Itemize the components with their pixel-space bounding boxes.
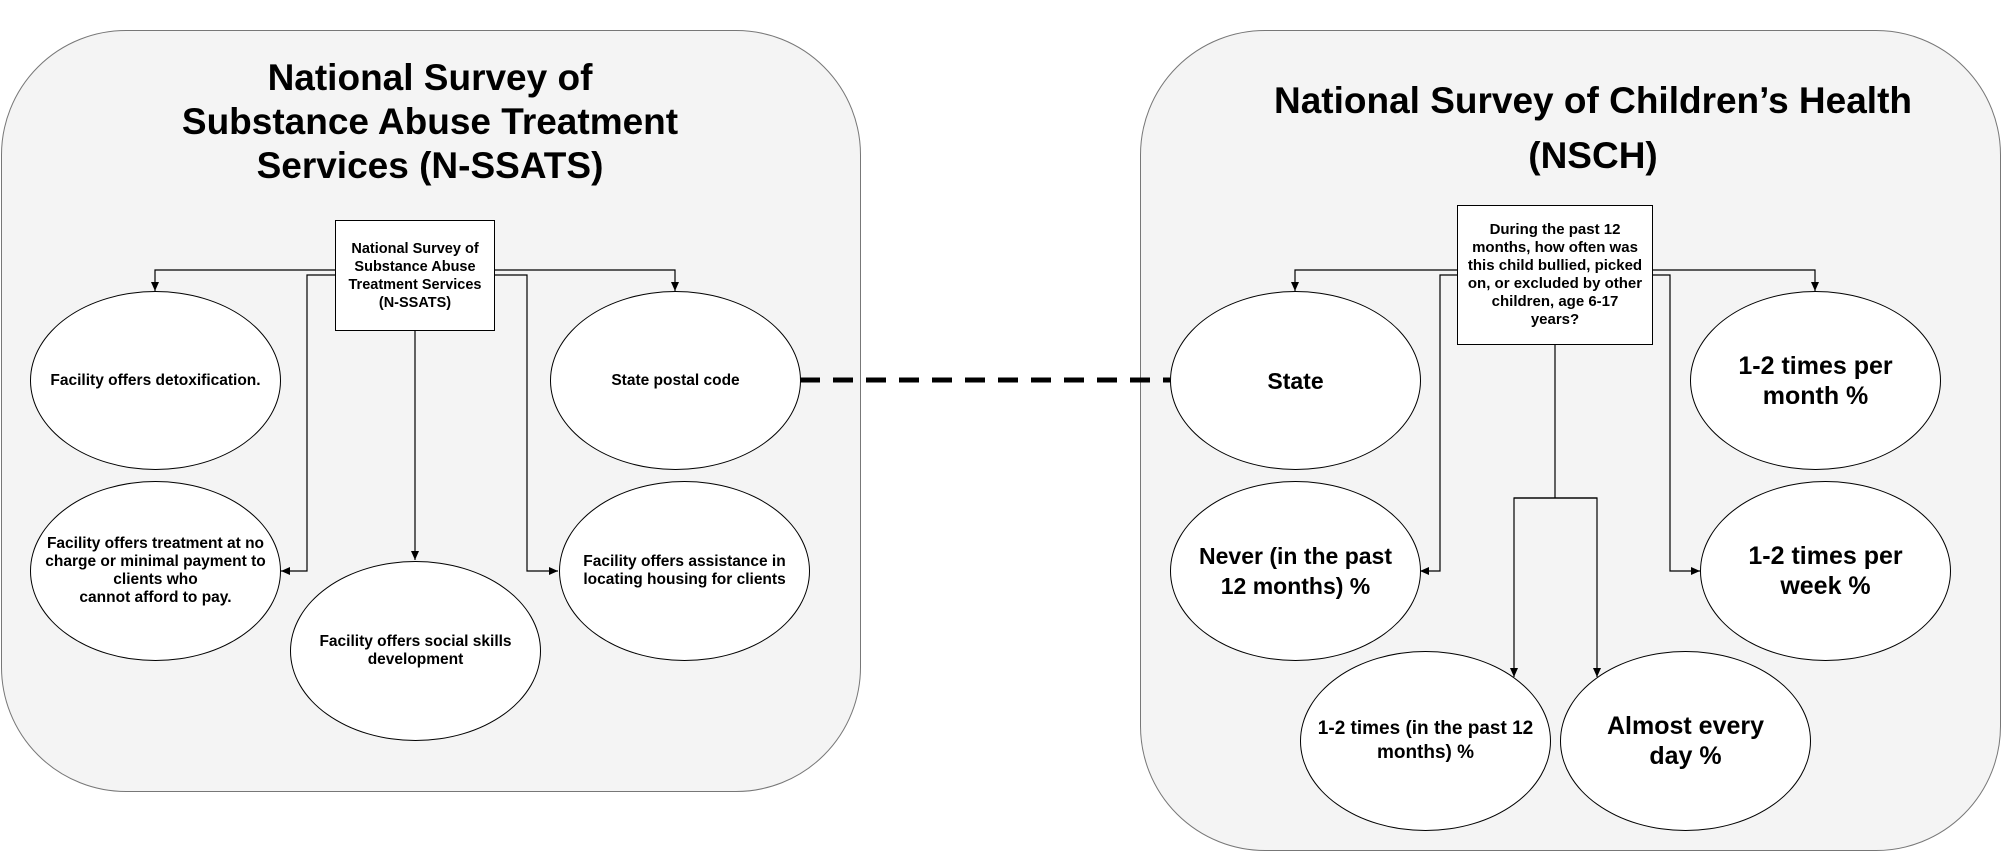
node-social-skills: Facility offers social skills developmen…	[290, 561, 541, 741]
edge-root-housing	[495, 274, 558, 575]
edge-root-treatment	[281, 274, 335, 575]
node-housing-assistance: Facility offers assistance in locating h…	[559, 481, 810, 661]
nsch-question-box: During the past 12 months, how often was…	[1457, 205, 1653, 345]
edge-q-week	[1653, 274, 1700, 575]
edge-q-never	[1420, 274, 1458, 575]
node-almost-every-day: Almost every day %	[1560, 651, 1811, 831]
node-never: Never (in the past 12 months) %	[1170, 481, 1421, 661]
nsch-title: National Survey of Children’s Health (NS…	[1273, 80, 1913, 176]
node-state: State	[1170, 291, 1421, 470]
node-state-postal-code: State postal code	[550, 291, 801, 470]
node-1-2-times-per-month: 1-2 times per month %	[1690, 291, 1941, 470]
node-free-treatment: Facility offers treatment at no charge o…	[30, 481, 281, 661]
edge-q-times12	[1510, 497, 1597, 677]
edge-q-state	[1291, 269, 1458, 291]
edge-q-almost	[1514, 497, 1601, 677]
node-detoxification: Facility offers detoxification.	[30, 291, 281, 470]
node-1-2-times-per-week: 1-2 times per week %	[1700, 481, 1951, 661]
nssats-root-box: National Survey of Substance Abuse Treat…	[335, 220, 495, 331]
edge-q-month	[1653, 269, 1819, 291]
node-1-2-times-past-12-months: 1-2 times (in the past 12 months) %	[1300, 651, 1551, 831]
edge-root-detox	[151, 269, 335, 291]
edge-root-postal	[495, 269, 679, 291]
nssats-title: National Survey of Substance Abuse Treat…	[181, 57, 679, 186]
